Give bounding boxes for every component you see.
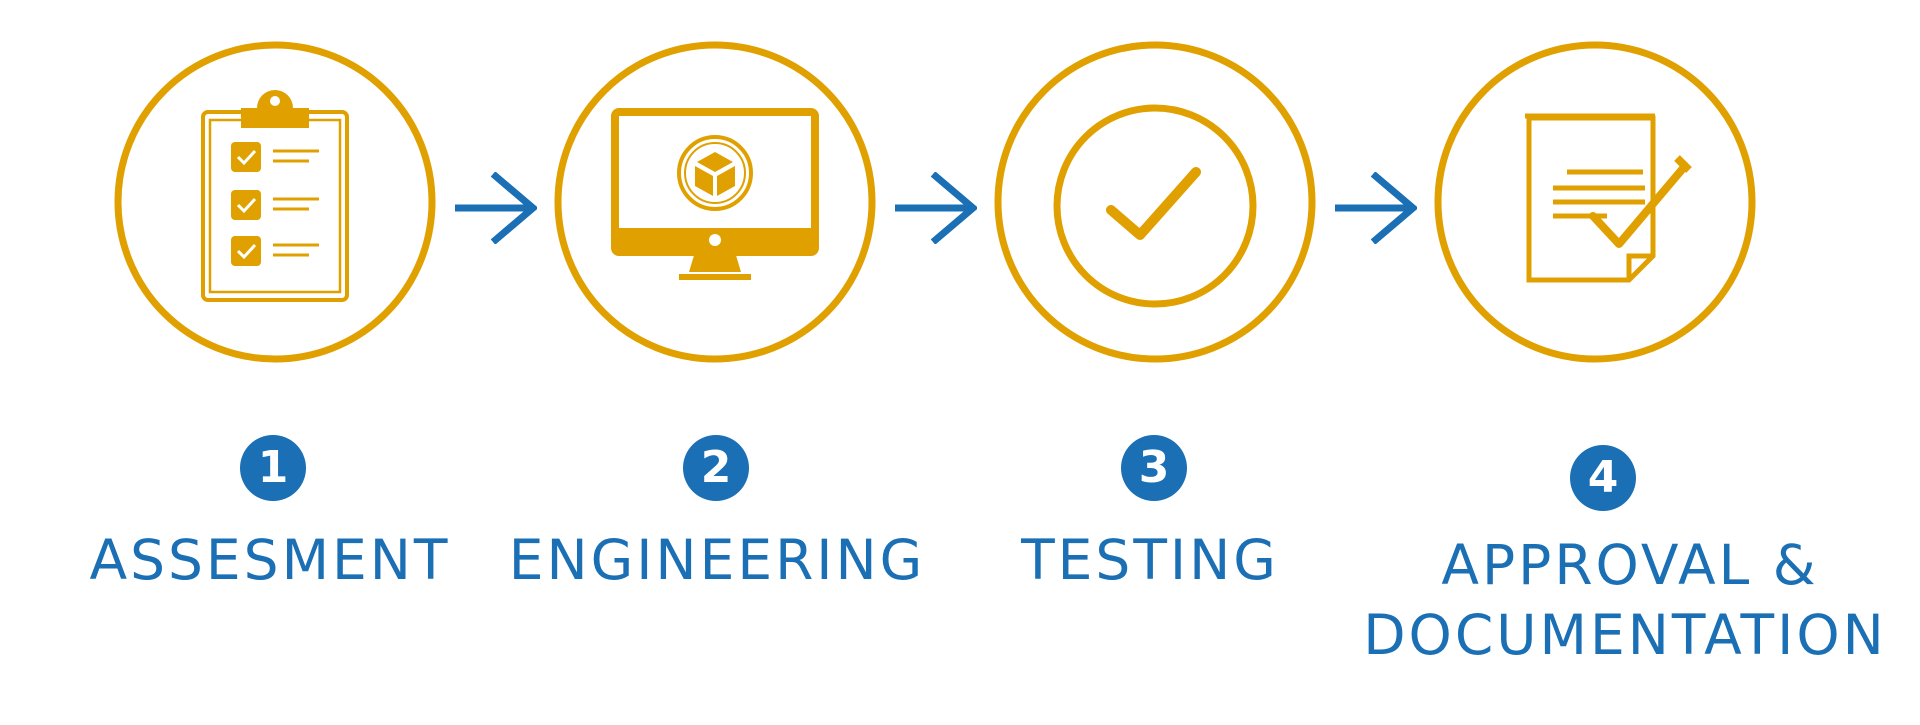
clipboard-checklist-icon xyxy=(114,41,436,363)
arrow-right-icon xyxy=(1333,172,1417,244)
checkmark-circle-icon xyxy=(994,41,1316,363)
step-3-badge: 3 xyxy=(1121,435,1187,501)
step-4-label-line-1: APPROVAL & xyxy=(1441,533,1819,597)
arrow-right-icon xyxy=(893,172,977,244)
step-2-label: ENGINEERING xyxy=(508,528,926,592)
step-1-badge: 1 xyxy=(240,435,306,501)
step-4-badge: 4 xyxy=(1570,445,1636,511)
monitor-cube-icon xyxy=(554,41,876,363)
signed-document-icon xyxy=(1434,41,1756,363)
step-3-icon-ring xyxy=(993,40,1317,364)
step-4-icon-ring xyxy=(1433,40,1757,364)
step-2-badge: 2 xyxy=(683,435,749,501)
step-2-icon-ring xyxy=(553,40,877,364)
step-1-label: ASSESMENT xyxy=(89,528,451,592)
step-4-label-line-2: DOCUMENTATION xyxy=(1363,603,1887,667)
step-3-label: TESTING xyxy=(1021,528,1279,592)
step-1-icon-ring xyxy=(113,40,437,364)
arrow-right-icon xyxy=(453,172,537,244)
